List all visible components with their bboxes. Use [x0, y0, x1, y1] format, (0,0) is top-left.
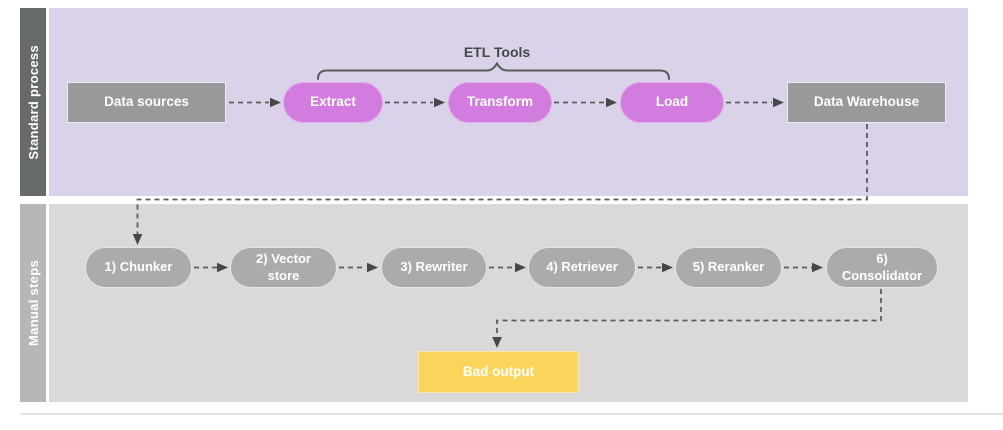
node-transform: Transform [448, 82, 552, 123]
node-data-warehouse-label: Data Warehouse [813, 94, 920, 110]
node-load: Load [620, 82, 724, 123]
bottom-divider [20, 413, 1003, 415]
node-bad-output-label: Bad output [462, 363, 535, 379]
node-data-warehouse: Data Warehouse [787, 82, 946, 123]
node-transform-label: Transform [466, 94, 534, 110]
node-load-label: Load [655, 94, 689, 110]
node-reranker-label: 5) Reranker [692, 259, 765, 275]
arrowhead-consolidator [812, 262, 823, 273]
arrowhead-reranker [662, 262, 673, 273]
arrowhead-transform [434, 97, 445, 108]
node-rewriter: 3) Rewriter [381, 247, 487, 288]
node-consolidator-label: 6) Consolidator [841, 251, 923, 283]
lane-manual-steps-tab: Manual steps [20, 204, 46, 402]
arrowhead-bad-output [492, 337, 502, 348]
connector-data-warehouse-to-chunker [136, 124, 868, 234]
node-extract-label: Extract [310, 94, 356, 110]
node-rewriter-label: 3) Rewriter [400, 259, 468, 275]
arrowhead-load [606, 97, 617, 108]
arrowhead-data-warehouse [773, 97, 784, 108]
node-data-sources: Data sources [67, 82, 226, 123]
node-chunker: 1) Chunker [85, 247, 192, 288]
etl-tools-brace [317, 61, 670, 80]
arrowhead-vector-store [217, 262, 228, 273]
lane-standard-process-tab: Standard process [20, 8, 46, 196]
node-chunker-label: 1) Chunker [104, 259, 173, 275]
node-bad-output: Bad output [418, 351, 579, 393]
node-retriever-label: 4) Retriever [546, 259, 618, 275]
etl-tools-annotation: ETL Tools [463, 44, 531, 60]
node-consolidator: 6) Consolidator [826, 247, 938, 288]
arrowhead-rewriter [367, 262, 378, 273]
node-vector-store: 2) Vector store [230, 247, 337, 288]
connector-consolidator-to-bad-output [496, 289, 882, 337]
node-reranker: 5) Reranker [675, 247, 782, 288]
node-vector-store-label: 2) Vector store [256, 251, 311, 283]
node-data-sources-label: Data sources [104, 94, 189, 110]
arrowhead-extract [270, 97, 281, 108]
arrowhead-chunker [132, 234, 143, 245]
node-extract: Extract [283, 82, 383, 123]
arrowhead-retriever [515, 262, 526, 273]
node-retriever: 4) Retriever [528, 247, 636, 288]
